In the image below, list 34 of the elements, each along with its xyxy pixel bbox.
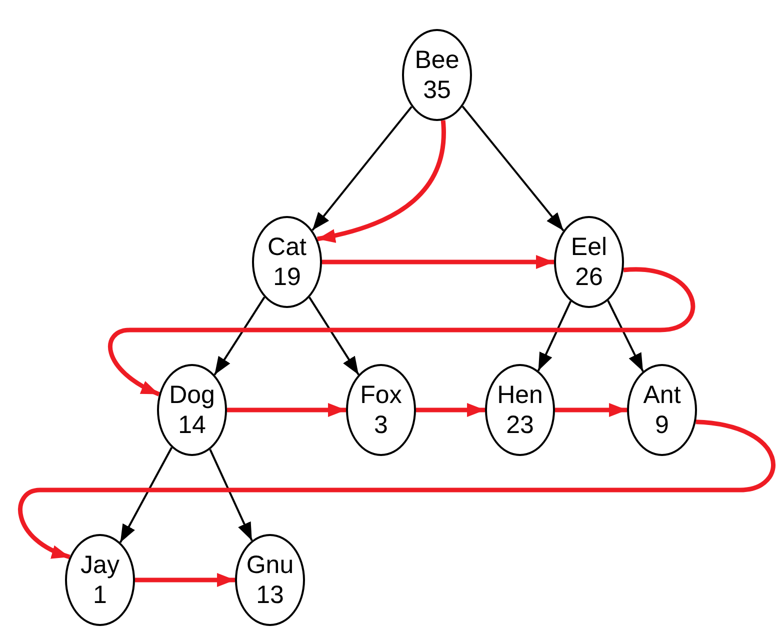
node-value: 1 — [93, 580, 107, 610]
node-name: Hen — [497, 380, 543, 410]
arrow — [322, 255, 554, 269]
arrow — [18, 420, 775, 560]
arrow — [227, 403, 346, 417]
arrow — [537, 300, 572, 372]
node-value: 9 — [655, 410, 669, 440]
arrow — [416, 403, 485, 417]
node-name: Ant — [643, 380, 681, 410]
node-name: Dog — [169, 380, 215, 410]
arrow — [119, 447, 173, 543]
node-value: 14 — [178, 410, 206, 440]
node-name: Cat — [268, 232, 306, 262]
arrow — [214, 296, 266, 376]
arrow — [316, 120, 446, 242]
node-name: Fox — [360, 380, 402, 410]
arrow — [135, 573, 235, 587]
arrow — [108, 267, 695, 396]
node-value: 3 — [374, 410, 388, 440]
node-value: 26 — [575, 262, 603, 292]
arrow — [555, 403, 627, 417]
arrow — [308, 296, 360, 376]
node-name: Jay — [80, 550, 120, 580]
node-name: Bee — [414, 45, 460, 75]
node-value: 35 — [423, 75, 451, 105]
arrow — [462, 106, 564, 232]
arrow — [312, 106, 412, 231]
node-name: Gnu — [246, 550, 294, 580]
node-name: Eel — [570, 232, 608, 262]
arrow — [209, 448, 253, 542]
node-value: 13 — [256, 580, 284, 610]
node-value: 23 — [506, 410, 534, 440]
arrow — [607, 300, 644, 372]
node-value: 19 — [273, 262, 301, 292]
